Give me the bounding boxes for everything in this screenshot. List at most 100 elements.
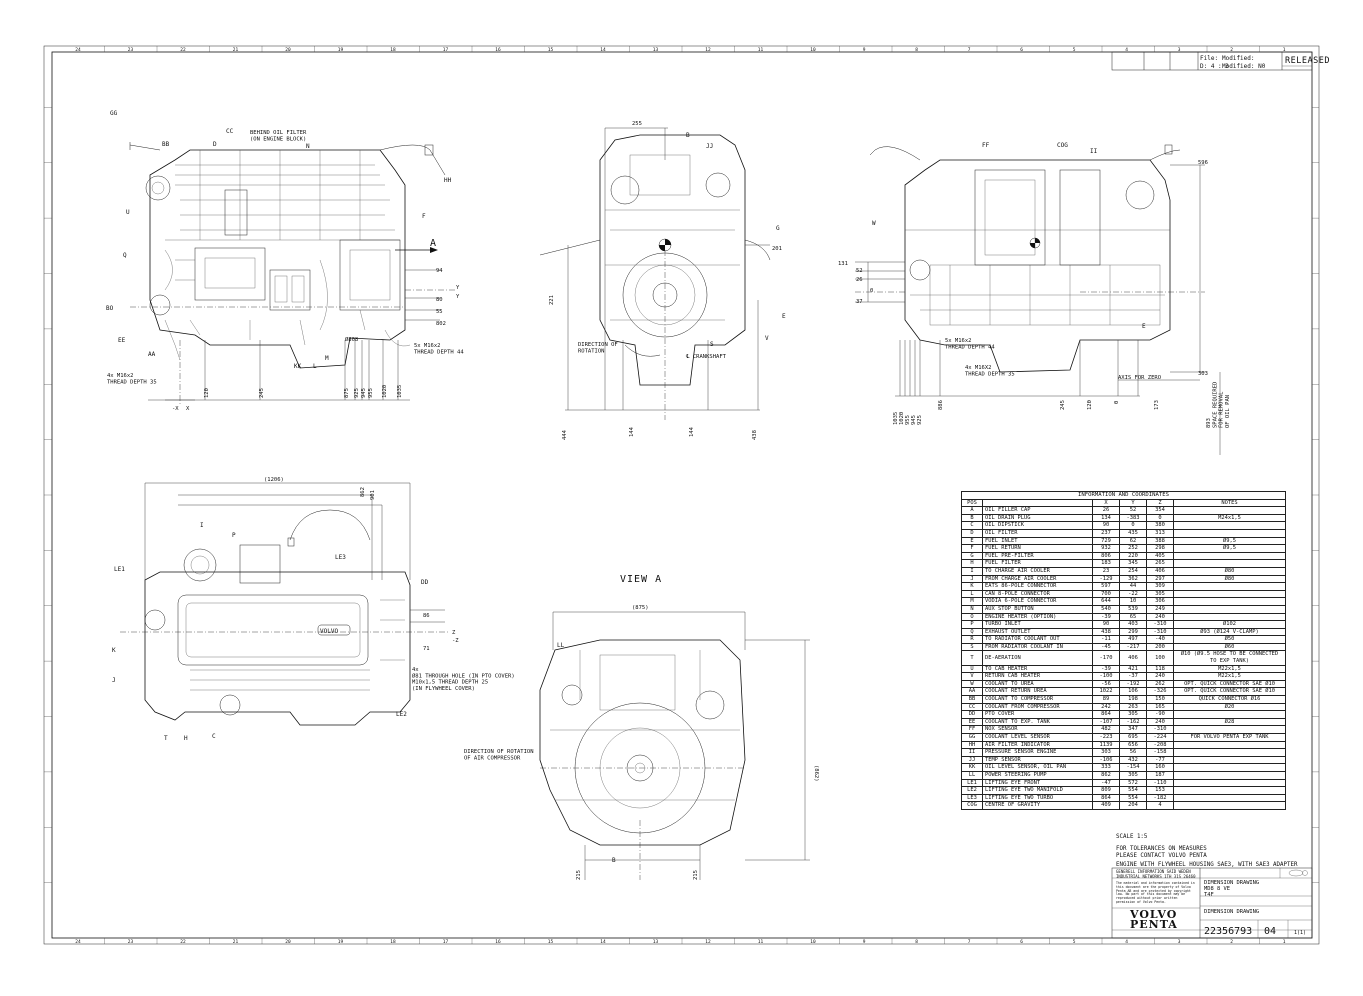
cell-x: -100 [1092,672,1120,681]
zone-number-top: 6 [1020,47,1023,53]
cell-z: 200 [1146,642,1174,652]
zone-number-top: 10 [810,47,816,53]
label-e-right: E [1142,323,1146,330]
cell-x: 89 [1092,695,1120,704]
cell-x: -39 [1092,664,1120,674]
front-view: 255 201 221 444 144 144 438 B JJ G E S V… [539,121,786,440]
cell-z: 4 [1146,801,1174,810]
cell-y: -22 [1119,589,1147,599]
label-kk: KK [294,363,302,370]
zone-number-bottom: 7 [968,939,971,945]
zone-number-bottom: 18 [390,939,396,945]
cell-z: 309 [1146,582,1174,591]
cell-pos: A [961,506,983,515]
label-n: N [306,143,310,150]
zone-number-top: 16 [495,47,501,53]
cell-notes: Ø50 [1173,635,1286,644]
zone-number-top: 18 [390,47,396,53]
zone-number-bottom: 4 [1125,939,1128,945]
cell-y: 44 [1119,582,1147,591]
dim-1206: (1206) [264,477,284,483]
cell-x: -223 [1092,733,1120,742]
cell-desc: PRESSURE SENSOR ENGINE [982,748,1093,757]
cell-y: -383 [1119,513,1147,523]
zone-number-top: 11 [758,47,764,53]
zone-number-top: 20 [285,47,291,53]
cell-z: 240 [1146,672,1174,681]
cell-x: 1139 [1092,740,1120,750]
label-dd: DD [421,579,429,586]
cell-pos: O [961,612,983,622]
cell-notes [1173,801,1286,810]
cell-z: 297 [1146,574,1174,584]
zone-number-top: 5 [1073,47,1076,53]
cell-notes: M24x1,5 [1173,513,1286,523]
cell-y: 572 [1119,778,1147,788]
label-le2: LE2 [396,711,407,718]
cell-z: -182 [1146,793,1174,803]
label-k: K [112,647,116,654]
dim-0: 0 [870,288,873,294]
cell-x: 644 [1092,597,1120,606]
zone-number-top: 19 [338,47,344,53]
cell-desc: FUEL RETURN [982,544,1093,553]
cell-pos: B [961,513,983,523]
label-q: Q [123,252,127,259]
label-aa: AA [148,351,156,358]
table-caption: INFORMATION AND COORDINATES [961,491,1286,499]
dia-808: Ø808 [345,336,358,343]
cell-desc: CAN 8-POLE CONNECTOR [982,589,1093,599]
zone-number-top: 3 [1178,47,1181,53]
dim-201: 201 [772,246,782,252]
th-y: Y [1119,498,1147,508]
cell-desc: LIFTING EYE TWO TURBO [982,793,1093,803]
cell-notes [1173,521,1286,530]
cell-pos: LL [961,770,983,780]
cell-notes [1173,748,1286,757]
cell-x: 864 [1092,710,1120,719]
dim-52: 52 [856,268,863,274]
cell-desc: EXHAUST OUTLET [982,627,1093,637]
cell-notes [1173,597,1286,606]
cell-y: 56 [1119,748,1147,757]
cell-x: 729 [1092,536,1120,546]
cell-desc: FUEL FILTER [982,559,1093,568]
label-v: V [765,335,769,342]
cell-pos: T [961,650,983,666]
cell-pos: JJ [961,755,983,765]
cell-desc: AUX STOP BUTTON [982,604,1093,614]
cell-z: -326 [1146,687,1174,697]
note-axis-zero: AXIS FOR ZERO [1118,375,1161,381]
cell-y: 362 [1119,574,1147,584]
cell-y: 263 [1119,702,1147,712]
cell-desc: NOX SENSOR [982,725,1093,734]
zone-number-bottom: 15 [548,939,554,945]
cell-desc: POWER STEERING PUMP [982,770,1093,780]
cell-y: 497 [1119,635,1147,644]
dim-144-left: 144 [629,426,635,437]
status-released: RELEASED [1285,56,1330,66]
label-ff: FF [982,142,990,149]
label-le1: LE1 [114,566,125,573]
label-cog: COG [1057,142,1068,149]
zone-number-top: 15 [548,47,554,53]
cell-y: 539 [1119,604,1147,614]
cell-desc: COOLANT TO COMPRESSOR [982,695,1093,704]
title-strip-top: File: Modified: D: 4 : 3 Modified: N0 RE… [1111,51,1330,71]
cell-desc: LIFTING EYE TWO MANIFOLD [982,786,1093,795]
cell-x: 864 [1092,793,1120,803]
label-u: U [126,209,130,216]
zone-number-bottom: 10 [810,939,816,945]
label-b-front: B [686,132,690,139]
cell-desc: TO RADIATOR COOLANT OUT [982,635,1093,644]
cell-x: 806 [1092,551,1120,561]
